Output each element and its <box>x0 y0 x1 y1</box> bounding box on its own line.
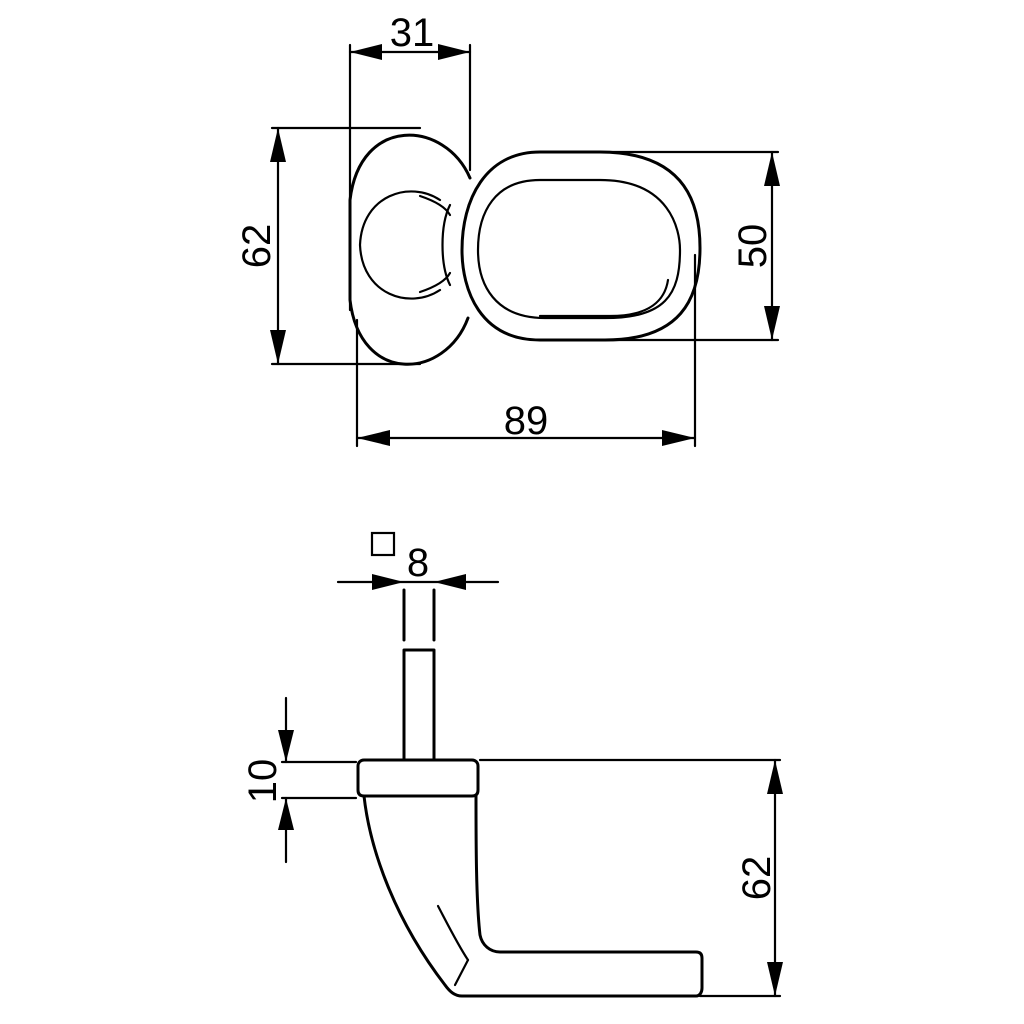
rose-inner-arc-top <box>418 194 452 217</box>
lever-outline <box>362 794 704 998</box>
arrow-62-side-top <box>767 760 783 794</box>
arrow-50-bottom <box>764 306 780 340</box>
arrow-8-left <box>372 574 404 590</box>
square-symbol-icon <box>370 531 396 557</box>
rose-inner-circle <box>358 190 442 300</box>
grip-inner-highlight <box>538 278 670 318</box>
dim-label-62-side: 62 <box>735 856 779 901</box>
arrow-62-bottom <box>270 330 286 364</box>
grip-inner-oval <box>476 178 682 320</box>
spindle-lower <box>402 648 436 762</box>
top-view: 31 62 50 89 <box>235 11 780 448</box>
dim-label-89: 89 <box>504 399 549 443</box>
arrow-8-right <box>434 574 466 590</box>
dim-label-62-left: 62 <box>235 224 279 269</box>
lever-inner-line <box>436 904 470 962</box>
arrow-31-right <box>438 44 470 60</box>
dim-label-8: 8 <box>407 541 429 585</box>
rose-plate <box>356 758 480 798</box>
arrow-62-top <box>270 128 286 162</box>
arrow-62-side-bottom <box>767 962 783 996</box>
dim-label-50: 50 <box>731 224 775 269</box>
arrow-31-left <box>350 44 382 60</box>
lever-inner-kink <box>453 958 470 987</box>
rose-outline <box>348 133 472 366</box>
arrow-10-bottom <box>278 798 294 830</box>
arrow-10-top <box>278 730 294 762</box>
side-view: 8 10 62 <box>241 531 783 998</box>
rose-inner-arc-bottom <box>418 271 452 294</box>
arrow-89-left <box>357 430 390 446</box>
dim-label-10: 10 <box>241 759 285 804</box>
arrow-89-right <box>662 430 695 446</box>
handle-neck <box>441 203 452 287</box>
dim-label-31: 31 <box>390 11 435 55</box>
arrow-50-top <box>764 152 780 186</box>
